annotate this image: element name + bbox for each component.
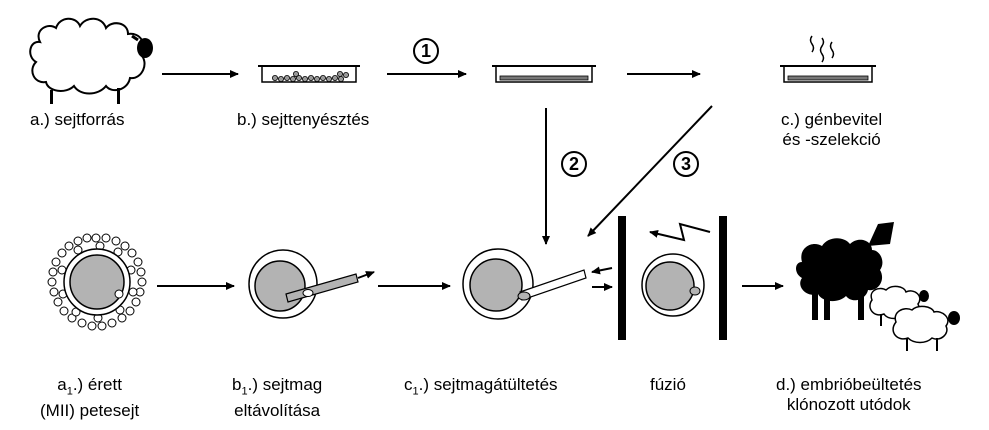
label-gene-transfer-line2: és -szelekció xyxy=(782,130,881,149)
lamb-icon xyxy=(892,305,960,351)
route-3-badge: 3 xyxy=(673,151,699,177)
enucleation-icon xyxy=(248,249,375,319)
route-1-badge: 1 xyxy=(413,38,439,64)
label-cell-source: a.) sejtforrás xyxy=(30,110,125,129)
label-a1-rest: .) érett xyxy=(72,375,122,394)
label-mature-oocyte: a1.) érett (MII) petesejt xyxy=(40,375,139,421)
route-2-badge: 2 xyxy=(561,151,587,177)
label-a1-sub: 1 xyxy=(66,385,73,398)
label-embryo-transfer: d.) embrióbeültetés klónozott utódok xyxy=(776,375,922,415)
white-sheep-icon xyxy=(29,17,153,104)
label-c1-sub: 1 xyxy=(412,385,419,398)
arrow-route-3 xyxy=(587,105,713,237)
label-c1-letter: c xyxy=(404,375,413,394)
gene-transfer-dish-icon xyxy=(780,35,876,83)
label-cell-culture: b.) sejttenyésztés xyxy=(237,110,370,129)
fusion-electrodes-icon xyxy=(618,216,727,340)
label-b1-rest: .) sejtmag xyxy=(247,375,323,394)
label-b1-line2: eltávolítása xyxy=(234,401,321,421)
label-nuclear-transfer: c1.) sejtmagátültetés xyxy=(404,375,558,401)
label-b1-sub: 1 xyxy=(241,385,248,398)
mature-oocyte-icon xyxy=(47,233,147,331)
route-2-number: 2 xyxy=(569,154,579,174)
black-sheep-icon xyxy=(796,222,894,320)
label-enucleation: b1.) sejtmag eltávolítása xyxy=(232,375,322,421)
label-a1-line2: (MII) petesejt xyxy=(40,401,140,421)
petri-dish-culture-icon xyxy=(258,65,360,83)
route-3-number: 3 xyxy=(681,154,691,174)
label-gene-transfer-line1: c.) génbevitel xyxy=(781,110,883,129)
label-fusion: fúzió xyxy=(650,375,686,394)
petri-dish-monolayer-icon xyxy=(492,65,596,83)
label-d-line2: klónozott utódok xyxy=(786,395,911,414)
label-b1-letter: b xyxy=(232,375,242,394)
route-1-number: 1 xyxy=(421,41,431,61)
label-a1-letter: a xyxy=(57,375,67,394)
label-c1-rest: .) sejtmagátültetés xyxy=(418,375,558,394)
label-gene-transfer: c.) génbevitel és -szelekció xyxy=(781,110,882,150)
nuclear-transfer-icon xyxy=(462,248,613,320)
label-d-line1: d.) embrióbeültetés xyxy=(776,375,922,394)
